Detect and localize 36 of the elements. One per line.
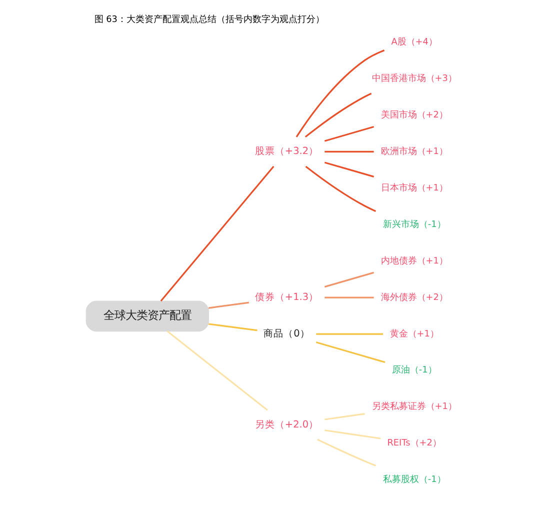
connector xyxy=(324,272,374,288)
connector xyxy=(304,92,372,138)
node-text: 中国香港市场（+3） xyxy=(372,74,457,84)
connector xyxy=(305,166,376,212)
node-text: 债券（+1.3） xyxy=(254,292,319,304)
node-text: A股（+4） xyxy=(391,38,438,48)
diagram-title: 图 63：大类资产配置观点总结（括号内数字为观点打分） xyxy=(94,14,324,25)
connector xyxy=(317,438,376,466)
connector xyxy=(208,323,258,332)
node-text: 另类（+2.0） xyxy=(254,419,319,430)
connector xyxy=(324,413,365,420)
connector xyxy=(166,330,268,411)
connector xyxy=(208,302,250,309)
connector xyxy=(316,342,386,363)
connector xyxy=(296,50,385,138)
connector xyxy=(324,296,374,298)
connector xyxy=(324,126,374,142)
connector xyxy=(316,333,384,335)
node-text: 黄金（+1） xyxy=(390,329,439,340)
node-text: 原油（-1） xyxy=(392,366,437,376)
connector xyxy=(324,162,374,178)
node-text: 另类私募证券（+1） xyxy=(372,402,457,412)
node-text: 欧洲市场（+1） xyxy=(380,147,448,158)
connector xyxy=(324,429,381,440)
node-text: 新兴市场（-1） xyxy=(382,220,446,230)
node-text: 美国市场（+2） xyxy=(380,110,448,121)
node-text: 商品（0） xyxy=(264,328,310,340)
node-text: 私募股权（-1） xyxy=(382,475,446,486)
connector xyxy=(160,166,274,302)
node-text: 日本市场（+1） xyxy=(380,183,448,194)
node-text: 股票（+3.2） xyxy=(254,146,319,158)
node-text: 内地债券（+1） xyxy=(380,256,448,266)
node-text: 海外债券（+2） xyxy=(380,292,448,303)
node-box: 全球大类资产配置 xyxy=(86,300,209,332)
node-text: REITs（+2） xyxy=(387,438,442,449)
connector xyxy=(324,150,374,153)
